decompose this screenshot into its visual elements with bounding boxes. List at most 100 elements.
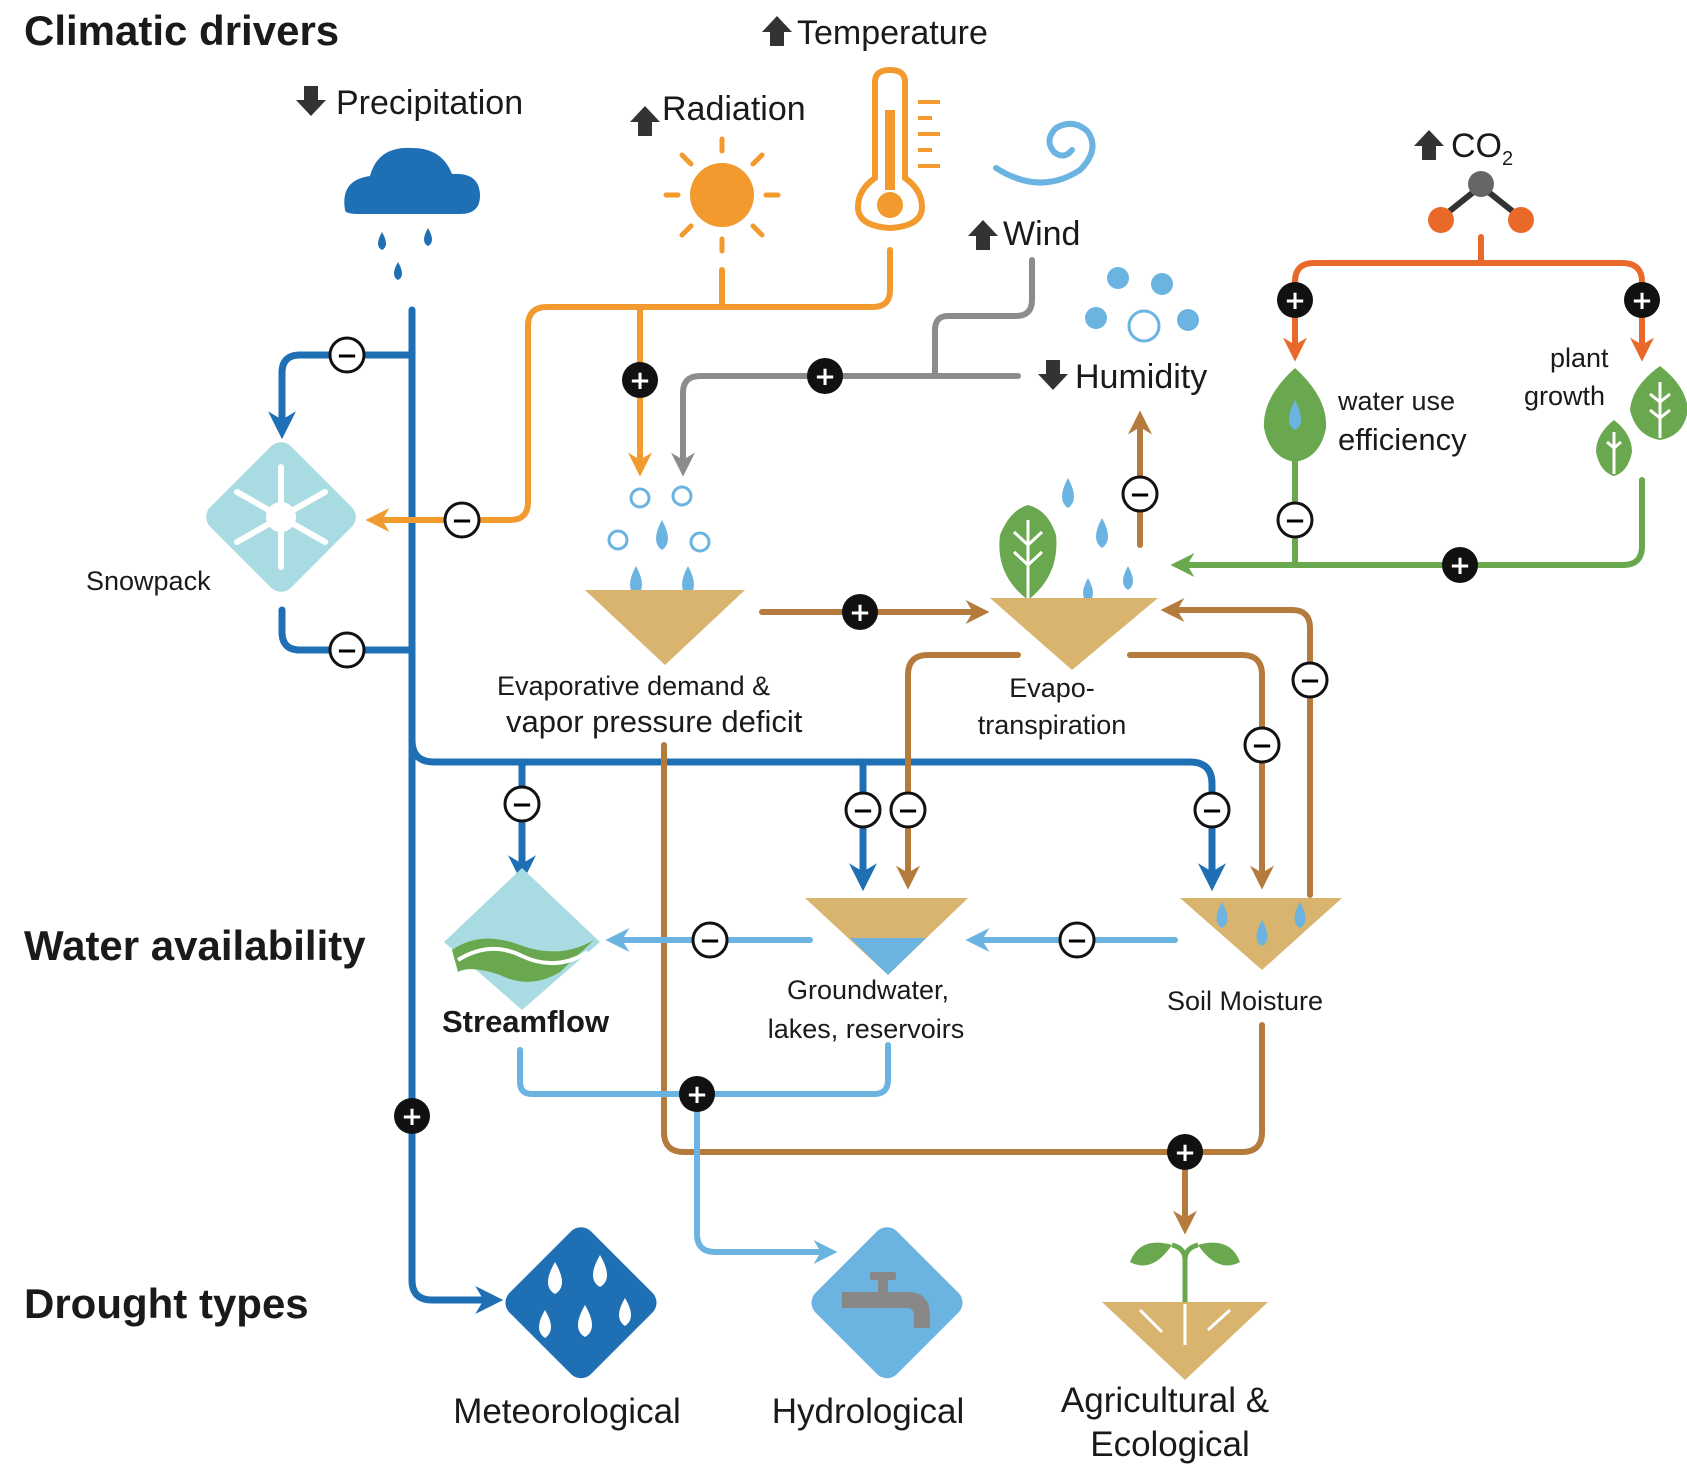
- minus-badge: −: [1276, 501, 1314, 539]
- svg-text:+: +: [401, 1102, 423, 1132]
- wind-swirl-icon: [993, 120, 1096, 186]
- water-use-label-2: efficiency: [1338, 422, 1467, 457]
- svg-text:−: −: [336, 636, 358, 666]
- svg-text:−: −: [336, 341, 358, 371]
- water-vapor-icon: [1085, 267, 1199, 343]
- svg-text:−: −: [897, 796, 919, 826]
- streamflow-node: Streamflow: [442, 868, 610, 1039]
- thermometer-icon: [854, 66, 940, 232]
- svg-text:+: +: [686, 1080, 708, 1110]
- evaporative-demand-node: Evaporative demand & vapor pressure defi…: [497, 485, 803, 739]
- seedling-icon: [1130, 1242, 1240, 1302]
- plant-growth-label-1: plant: [1550, 343, 1609, 373]
- svg-text:−: −: [1251, 731, 1273, 761]
- svg-text:+: +: [849, 598, 871, 628]
- svg-text:+: +: [1631, 286, 1653, 316]
- svg-text:−: −: [451, 506, 473, 536]
- svg-text:−: −: [699, 926, 721, 956]
- wind-label: Wind: [1003, 215, 1080, 253]
- plus-badge: +: [1442, 547, 1478, 583]
- plant-growth-label-2: growth: [1524, 381, 1605, 411]
- evap-demand-to-agri: [661, 742, 1265, 1155]
- water-droplets-icon: [607, 485, 711, 596]
- snowpack-node: Snowpack: [86, 442, 356, 596]
- arrow-down-icon: [1038, 360, 1068, 390]
- temperature-drop: [365, 247, 893, 532]
- precip-trunk: [408, 306, 504, 1314]
- co2-molecule-icon: [1428, 171, 1534, 233]
- sun-icon: [663, 136, 781, 254]
- minus-badge: −: [1193, 791, 1231, 829]
- minus-badge: −: [1243, 726, 1281, 764]
- soil-to-et: [1160, 598, 1313, 898]
- svg-text:+: +: [1284, 286, 1306, 316]
- soil-wedge-icon: [990, 598, 1158, 670]
- soil-wedge-icon: [585, 590, 745, 665]
- evapotranspiration-node: Evapo- transpiration: [978, 478, 1158, 740]
- svg-text:−: −: [1066, 926, 1088, 956]
- precipitation-label: Precipitation: [336, 84, 523, 122]
- snowpack-to-trunk: [278, 606, 416, 654]
- et-to-soil: [1127, 652, 1274, 890]
- groundwater-node: Groundwater, lakes, reservoirs: [768, 898, 968, 1044]
- plus-badge: +: [1167, 1134, 1203, 1170]
- radiation-driver: Radiation: [630, 90, 806, 254]
- wind-drop: [932, 257, 1035, 379]
- arrow-up-icon: [1414, 130, 1444, 160]
- groundwater-label-1: Groundwater,: [787, 975, 949, 1005]
- co2-branch: [1292, 234, 1645, 355]
- minus-badge: −: [328, 336, 366, 374]
- radiation-label: Radiation: [662, 90, 806, 128]
- humidity-label: Humidity: [1075, 358, 1207, 396]
- water-droplets-icon: [1062, 478, 1133, 602]
- minus-badge: −: [443, 501, 481, 539]
- arrow-up-icon: [762, 16, 792, 46]
- arrow-up-icon: [630, 106, 660, 136]
- plus-badge: +: [842, 594, 878, 630]
- meteorological-label: Meteorological: [453, 1392, 681, 1431]
- agricultural-ecological-drought: Agricultural & Ecological: [1061, 1242, 1269, 1464]
- hydrological-drought: Hydrological: [772, 1227, 965, 1431]
- svg-text:+: +: [1449, 551, 1471, 581]
- plus-badge: +: [622, 362, 658, 398]
- agri-label-2: Ecological: [1090, 1425, 1250, 1464]
- minus-badge: −: [328, 631, 366, 669]
- plus-badge: +: [394, 1098, 430, 1134]
- hydrological-label: Hydrological: [772, 1392, 965, 1431]
- soil-moisture-label: Soil Moisture: [1167, 986, 1323, 1016]
- precipitation-driver: Precipitation: [296, 84, 523, 280]
- groundwater-wedge-icon: [805, 898, 968, 975]
- precip-horizontal: [408, 736, 1226, 892]
- svg-text:−: −: [1299, 666, 1321, 696]
- svg-text:−: −: [852, 796, 874, 826]
- svg-text:+: +: [814, 362, 836, 392]
- soil-moisture-node: Soil Moisture: [1167, 898, 1342, 1016]
- snowpack-label: Snowpack: [86, 566, 211, 596]
- minus-badge: −: [503, 785, 541, 823]
- wind-driver: Wind: [968, 120, 1096, 253]
- plus-badge: +: [1277, 282, 1313, 318]
- sign-badges: − − − − − − − − − − − − − + + + + + + + …: [328, 282, 1660, 1170]
- arrow-down-icon: [296, 86, 326, 116]
- humidity-to-evap-demand: [671, 373, 1021, 477]
- svg-text:−: −: [1284, 506, 1306, 536]
- et-to-groundwater: [896, 652, 1021, 890]
- arrow-up-icon: [968, 220, 998, 250]
- plus-badge: +: [807, 358, 843, 394]
- section-title-water-availability: Water availability: [24, 922, 366, 969]
- water-use-label-1: water use: [1337, 386, 1455, 416]
- minus-badge: −: [1058, 921, 1096, 959]
- evapotranspiration-label-2: transpiration: [978, 710, 1127, 740]
- temperature-label: Temperature: [797, 14, 988, 52]
- plus-badge: +: [1624, 282, 1660, 318]
- svg-text:+: +: [1174, 1138, 1196, 1168]
- raindrops-icon: [505, 1227, 657, 1379]
- minus-badge: −: [1291, 661, 1329, 699]
- green-to-et: [1180, 457, 1645, 565]
- evapotranspiration-label-1: Evapo-: [1009, 673, 1095, 703]
- agri-label-1: Agricultural &: [1061, 1381, 1269, 1420]
- section-title-drought-types: Drought types: [24, 1280, 309, 1327]
- humidity-driver: Humidity: [1038, 267, 1207, 396]
- temperature-driver: Temperature: [762, 14, 988, 232]
- section-title-climatic-drivers: Climatic drivers: [24, 7, 339, 54]
